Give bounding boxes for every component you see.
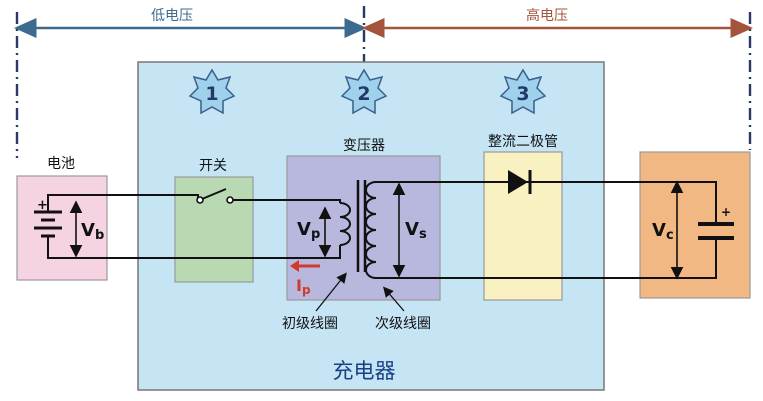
stage-number: 3 xyxy=(516,83,529,105)
star-icon xyxy=(499,68,547,115)
ip-arrowhead xyxy=(290,260,299,272)
transformer-label: 变压器 xyxy=(343,138,385,154)
stage-number: 1 xyxy=(205,83,218,105)
capacitor-plus-sign: + xyxy=(721,205,731,219)
secondary-coil xyxy=(365,181,377,279)
vp-label: Vp xyxy=(297,219,320,242)
rectifier-label: 整流二极管 xyxy=(488,134,558,150)
switch-label: 开关 xyxy=(199,158,227,174)
stage-badge-2: 2 xyxy=(340,68,388,115)
primary-coil-label: 初级线圈 xyxy=(282,315,338,332)
charger-label: 充电器 xyxy=(333,359,396,383)
stage-badge-1: 1 xyxy=(188,68,236,115)
vc-label: Vc xyxy=(652,220,674,243)
battery-plus-sign: + xyxy=(37,198,48,213)
primary-coil xyxy=(339,202,351,246)
primary-coil-callout xyxy=(315,272,347,312)
battery-label: 电池 xyxy=(47,156,75,172)
stage-badge-3: 3 xyxy=(499,68,547,115)
wire-secondary-top xyxy=(376,181,717,212)
switch-symbol xyxy=(196,188,234,204)
stage-number: 2 xyxy=(357,83,370,105)
battery-symbol xyxy=(34,200,62,245)
star-icon xyxy=(340,68,388,115)
transformer-box xyxy=(286,155,441,301)
secondary-coil-label: 次级线圈 xyxy=(375,316,431,332)
wire-secondary-bottom xyxy=(376,243,717,279)
secondary-coil-callout xyxy=(383,286,405,312)
vb-label: Vb xyxy=(81,220,104,243)
ip-label: Ip xyxy=(296,276,311,297)
low-voltage-label: 低电压 xyxy=(151,8,193,24)
high-voltage-label: 高电压 xyxy=(526,7,568,24)
vs-label: Vs xyxy=(405,219,427,242)
switch-box xyxy=(174,176,254,283)
wire-primary-bottom xyxy=(47,245,341,259)
star-icon xyxy=(188,68,236,115)
rectifier-box xyxy=(483,151,563,301)
diode-symbol xyxy=(508,170,532,194)
